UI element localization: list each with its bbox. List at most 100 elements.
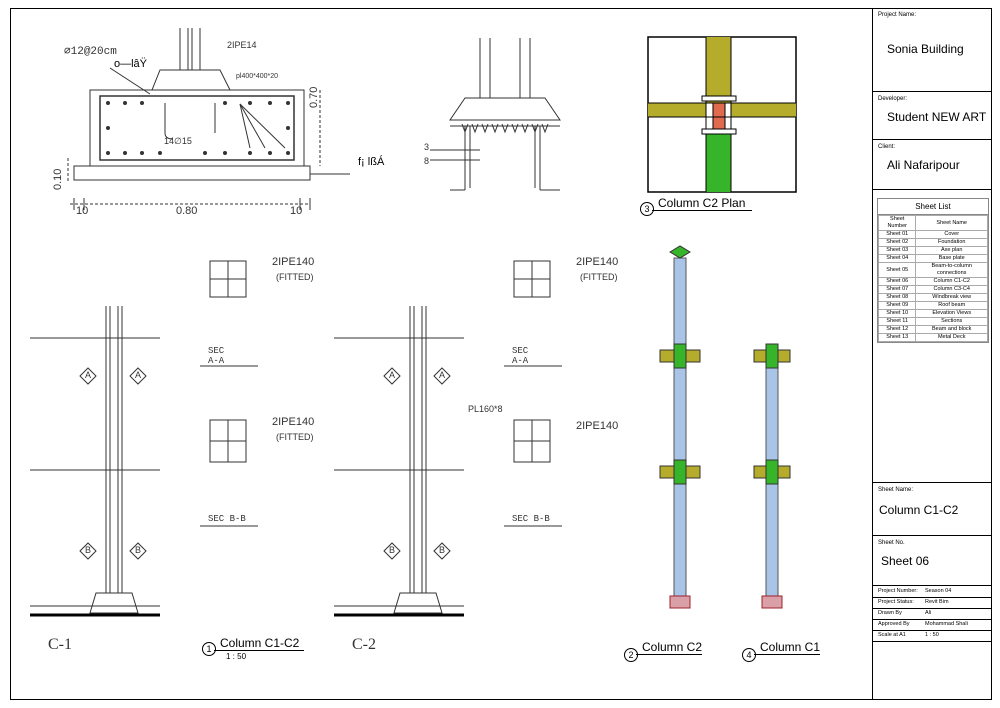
sheet-list-title: Sheet List [878,199,988,215]
info-row: Approved By Mohammad Shali [873,619,992,631]
info-key: Drawn By [878,610,902,616]
axis-a-c1-left: A [85,370,92,380]
section-b-fitted-left: (FITTED) [276,432,314,442]
foundation-section [67,28,350,210]
info-value: Ali [925,610,932,616]
view-3-underline [652,210,752,211]
dim-080: 0.80 [176,205,198,217]
dim-10-left: 10 [76,205,89,217]
dim-8: 8 [424,156,430,166]
sheet-name: Column C3-C4 [915,285,988,294]
ipe-top-label: 2IPE14 [227,40,257,50]
sheet-number: Sheet 01 [877,230,917,239]
sheet-list-header: Sheet Number Sheet Name [877,215,988,231]
info-row: Drawn By Ali [873,608,992,620]
sheet-name: Beam and block [915,325,988,334]
view-2-number: 2 [624,648,638,662]
axis-a-c1-right: A [135,370,142,380]
sheet-number: Sheet 07 [877,285,917,294]
view-4-title: Column C1 [760,640,821,654]
sheet-number: Sheet 03 [877,246,917,255]
sheet-number: Sheet 08 [877,293,917,302]
sheet-name: Beam-to-column connections [915,262,988,278]
section-a-fitted-left: (FITTED) [276,272,314,282]
dim-070: 0.70 [308,86,320,108]
sheet-number: Sheet 12 [877,325,917,334]
section-b-ipe-right: 2IPE140 [576,420,619,432]
view-3-title: Column C2 Plan [658,196,746,210]
dim-10-right: 10 [290,205,303,217]
axis-b-c1-right: B [135,545,142,555]
axis-b-c1-left: B [85,545,92,555]
view-1-number: 1 [202,642,216,656]
dim-3: 3 [424,142,430,152]
base-plate-detail [430,38,561,191]
info-value: Mohammad Shali [925,621,968,627]
info-value: Season 04 [925,588,952,594]
sec-bb-right: SEC B-B [512,514,550,524]
sheet-name: Metal Deck [915,333,988,342]
section-a-ipe-right: 2IPE140 [576,256,619,268]
c1-label: C-1 [48,636,72,653]
project-name-cell: Project Name: Sonia Building [873,8,992,92]
elevation-c1 [30,306,160,617]
sec-aa-right: SEC A-A [512,346,529,366]
sheet-name: Column C1-C2 [915,277,988,286]
section-a-fitted-right: (FITTED) [580,272,618,282]
info-key: Approved By [878,621,910,627]
project-name-label: Project Name: [878,12,917,18]
view-3-number: 3 [640,202,654,216]
client-cell: Client: Ali Nafaripour [873,140,992,190]
rebar-mid-label: 14∅15 [164,136,192,146]
sheet-name: Cover [915,230,988,239]
sec-aa-left: SEC A-A [208,346,225,366]
info-key: Scale at A1 [878,632,906,638]
sheet-number: Sheet 05 [877,262,917,278]
elevation-c2 [334,306,464,617]
client-value: Ali Nafaripour [887,158,960,172]
section-a-ipe-left: 2IPE140 [272,256,315,268]
info-key: Project Number: [878,588,918,594]
sheet-no-cell: Sheet No. Sheet 06 [873,536,992,586]
sheet-number: Sheet 10 [877,309,917,318]
developer-cell: Developer: Student NEW ART [873,92,992,140]
axis-b-c2-left: B [389,545,396,555]
sheet-number: Sheet 02 [877,238,917,247]
sheet-name: Foundation [915,238,988,247]
project-name-value: Sonia Building [887,42,964,56]
view-4-number: 4 [742,648,756,662]
sheet-border [10,8,992,700]
sections [200,260,562,527]
sheet-list-header-number: Sheet Number [877,215,917,231]
pl160-label: PL160*8 [468,404,503,414]
info-key: Project Status: [878,599,914,605]
sheet-number: Sheet 11 [877,317,917,326]
sheet-number: Sheet 13 [877,333,917,342]
sheet-number: Sheet 04 [877,254,917,263]
developer-value: Student NEW ART [887,110,987,124]
sheet-name: Axe plan [915,246,988,255]
column-3d-c1 [753,343,791,609]
anchor-bolts [461,123,549,134]
sheet-list: Sheet List Sheet Number Sheet Name Sheet… [877,198,989,343]
view-1-title: Column C1-C2 [220,636,300,650]
c2-label: C-2 [352,636,376,653]
title-block: Project Name: Sonia Building Developer: … [872,8,992,700]
section-b-ipe-left: 2IPE140 [272,416,315,428]
view-2-underline [636,654,702,655]
sheet-list-header-name: Sheet Name [915,215,988,231]
developer-label: Developer: [878,96,908,102]
